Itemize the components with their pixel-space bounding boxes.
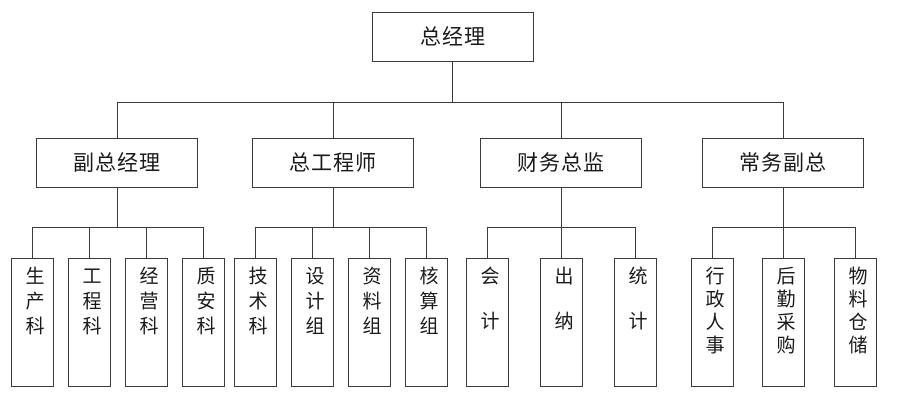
org-node-label: 工程科 (79, 266, 101, 341)
connector-branch4-trunk (783, 188, 784, 228)
org-node-accountant[interactable]: 会计 (466, 258, 509, 387)
org-node-label: 统计 (625, 266, 647, 356)
org-node-label: 行政人事 (702, 266, 724, 358)
connector-drop-executive-vp (783, 102, 784, 139)
org-node-logistics-procurement[interactable]: 后勤采购 (762, 258, 805, 387)
org-node-deputy-general-manager[interactable]: 副总经理 (36, 138, 198, 188)
org-node-engineering-department[interactable]: 工程科 (68, 258, 111, 387)
org-node-label: 质安科 (193, 266, 215, 341)
org-node-label: 后勤采购 (773, 266, 795, 358)
connector-branch2-bus (255, 227, 426, 228)
connector-branch4-drop-3 (855, 227, 856, 258)
org-node-label: 设计组 (302, 266, 324, 341)
org-node-chief-engineer[interactable]: 总工程师 (252, 138, 414, 188)
connector-branch2-trunk (333, 188, 334, 228)
connector-branch4-drop-2 (783, 227, 784, 258)
org-node-label: 资料组 (359, 266, 381, 341)
connector-drop-deputy-gm (117, 102, 118, 139)
org-node-general-manager[interactable]: 总经理 (372, 12, 534, 62)
org-node-label: 技术科 (245, 266, 267, 341)
connector-branch3-drop-1 (487, 227, 488, 258)
connector-branch2-drop-1 (255, 227, 256, 258)
org-node-label: 生产科 (22, 266, 44, 341)
org-node-executive-vice-president[interactable]: 常务副总 (702, 138, 864, 188)
connector-branch1-trunk (117, 188, 118, 228)
org-node-label: 经营科 (136, 266, 158, 341)
connector-branch1-bus (32, 227, 203, 228)
connector-branch3-drop-3 (635, 227, 636, 258)
connector-branch3-trunk (561, 188, 562, 228)
org-node-technical-department[interactable]: 技术科 (234, 258, 277, 387)
org-node-label: 会计 (477, 266, 499, 356)
org-node-finance-director[interactable]: 财务总监 (480, 138, 642, 188)
org-node-label: 物料仓储 (845, 266, 867, 358)
org-node-label: 总经理 (420, 24, 486, 49)
connector-branch2-drop-2 (312, 227, 313, 258)
connector-branch1-drop-2 (89, 227, 90, 258)
org-node-label: 财务总监 (517, 150, 605, 175)
org-node-label: 核算组 (416, 266, 438, 341)
org-node-label: 出纳 (551, 266, 573, 356)
connector-branch2-drop-3 (369, 227, 370, 258)
org-node-label: 常务副总 (739, 150, 827, 175)
connector-branch1-drop-4 (203, 227, 204, 258)
connector-branch1-drop-3 (146, 227, 147, 258)
connector-branch4-drop-1 (712, 227, 713, 258)
org-node-documentation-group[interactable]: 资料组 (348, 258, 391, 387)
org-node-quality-safety-department[interactable]: 质安科 (182, 258, 225, 387)
org-node-operations-department[interactable]: 经营科 (125, 258, 168, 387)
connector-drop-chief-engineer (333, 102, 334, 139)
org-node-accounting-group[interactable]: 核算组 (405, 258, 448, 387)
org-node-cashier[interactable]: 出纳 (540, 258, 583, 387)
connector-branch1-drop-1 (32, 227, 33, 258)
org-node-statistician[interactable]: 统计 (614, 258, 657, 387)
connector-branch3-drop-2 (561, 227, 562, 258)
connector-main-bus (117, 102, 784, 103)
org-node-label: 总工程师 (289, 150, 377, 175)
org-node-design-group[interactable]: 设计组 (291, 258, 334, 387)
org-node-label: 副总经理 (73, 150, 161, 175)
org-node-material-warehousing[interactable]: 物料仓储 (834, 258, 877, 387)
org-node-administration-hr[interactable]: 行政人事 (691, 258, 734, 387)
connector-root-trunk (452, 62, 453, 103)
connector-drop-cfo (561, 102, 562, 139)
connector-branch2-drop-4 (426, 227, 427, 258)
org-node-production-department[interactable]: 生产科 (11, 258, 54, 387)
